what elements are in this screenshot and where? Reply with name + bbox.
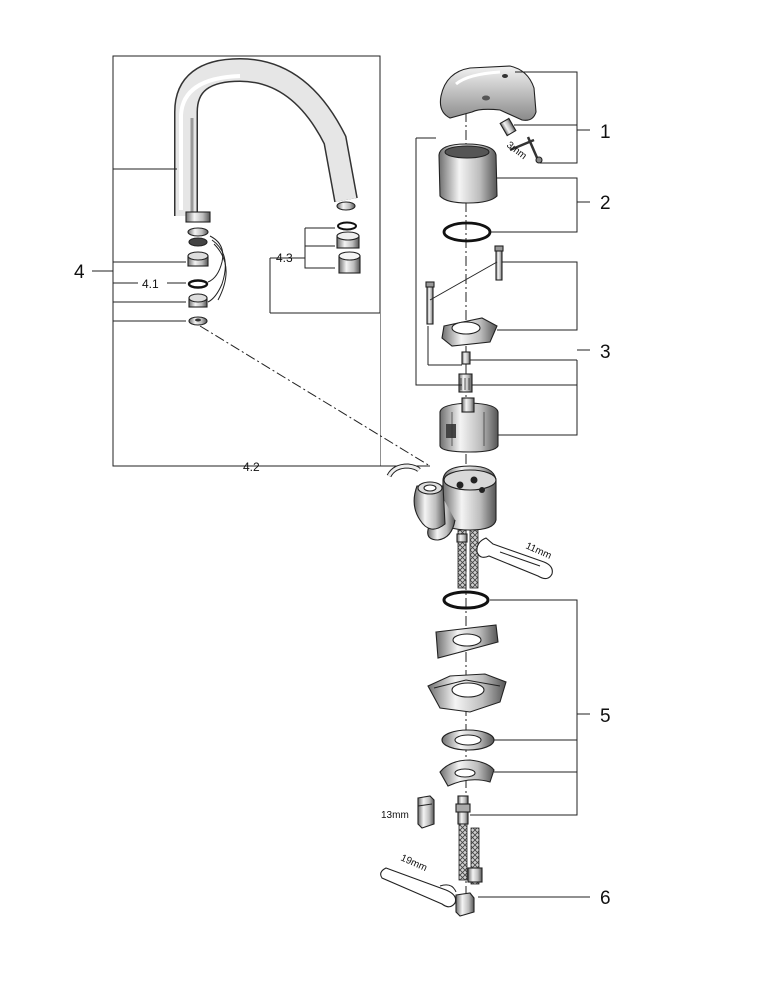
wrench-11mm-icon bbox=[476, 537, 553, 580]
callout-4-1: 4.1 bbox=[142, 277, 159, 291]
small-screw bbox=[461, 351, 471, 365]
grub-screw-and-key bbox=[499, 117, 543, 164]
o-ring-2 bbox=[442, 221, 492, 243]
supply-hoses-upper bbox=[456, 529, 479, 589]
threaded-rod bbox=[455, 795, 471, 825]
mixing-cartridge bbox=[439, 397, 499, 453]
tool-label-13mm: 13mm bbox=[381, 810, 409, 821]
callout-1: 1 bbox=[600, 122, 611, 143]
half-washer bbox=[435, 624, 499, 659]
seal-ring-5 bbox=[442, 590, 490, 610]
wrench-19mm-icon bbox=[380, 867, 457, 908]
spout-fittings bbox=[187, 227, 227, 326]
spout-base-ring bbox=[185, 211, 211, 223]
adapter-plate bbox=[441, 317, 498, 347]
assembly-axis-spout bbox=[199, 325, 431, 467]
flexible-hose bbox=[455, 823, 483, 917]
fixing-bolts bbox=[425, 245, 504, 325]
aerator-4-3 bbox=[336, 201, 361, 274]
lever-handle bbox=[439, 65, 537, 121]
tool-label-19mm: 19mm bbox=[399, 853, 429, 874]
callout-3: 3 bbox=[600, 342, 611, 363]
anchor-plate bbox=[427, 673, 507, 713]
spindle-extension bbox=[458, 373, 473, 393]
fixing-nut-flange bbox=[439, 759, 495, 787]
o-ring-4-1 bbox=[187, 279, 209, 289]
spout-clip bbox=[386, 463, 421, 478]
callout-4: 4 bbox=[74, 262, 85, 283]
callout-2: 2 bbox=[600, 193, 611, 214]
mixer-body bbox=[413, 465, 497, 541]
callout-5: 5 bbox=[600, 706, 611, 727]
socket-13mm-icon bbox=[417, 795, 435, 829]
callout-4-3: 4.3 bbox=[276, 251, 293, 265]
callout-6: 6 bbox=[600, 888, 611, 909]
cartridge-cap bbox=[438, 143, 498, 204]
spout-detail-box bbox=[112, 55, 430, 467]
callout-4-2: 4.2 bbox=[243, 460, 260, 474]
washer bbox=[441, 729, 495, 751]
